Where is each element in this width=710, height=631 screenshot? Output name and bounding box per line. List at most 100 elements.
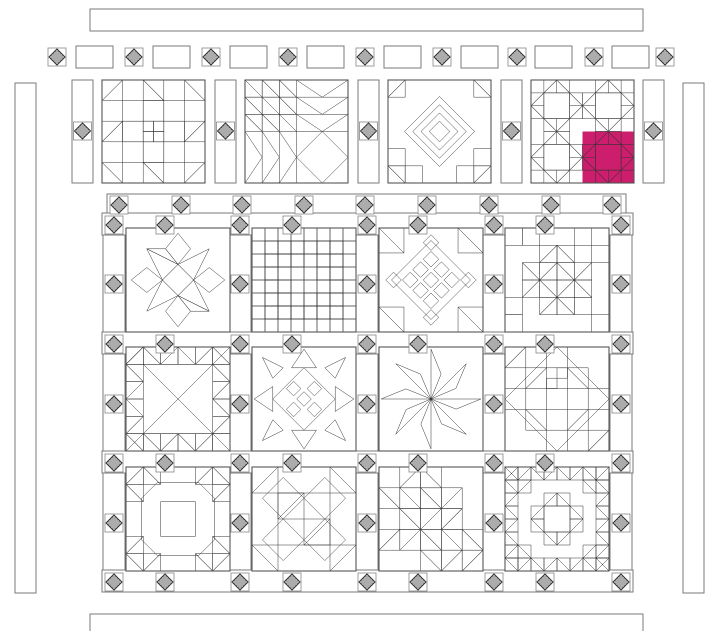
sashing-strip [384,46,421,68]
block-windmill-star [252,467,356,571]
diamond-striped-icon [542,196,560,214]
sashing-strip [612,46,649,68]
diamond-striped-icon [409,216,427,234]
diamond-striped-icon [283,216,301,234]
diamond-striped-icon [536,573,554,591]
diamond-striped-icon [536,454,554,472]
sashing-strip [153,46,190,68]
sashing-strip [461,46,498,68]
block-flower-cross [126,467,230,571]
diamond-striped-icon [231,335,249,353]
diamond-striped-icon [612,395,630,413]
block-hourglass-frame [126,347,230,451]
block-square-in-square [388,80,491,183]
diamond-striped-icon [231,395,249,413]
diamond-striped-icon [485,514,503,532]
sashing-strip [76,46,113,68]
diamond-striped-icon [536,335,554,353]
diamond-striped-icon [356,48,374,66]
diamond-striped-icon [356,196,374,214]
block-flying-geese-pinwheel [245,80,348,183]
diamond-striped-icon [360,122,378,140]
diamond-striped-icon [156,216,174,234]
diamond-striped-icon [645,122,663,140]
diamond-striped-icon [612,573,630,591]
left-border [15,83,36,593]
block-log-cabin-ring [252,228,356,332]
block-star-of-points [126,228,230,332]
diamond-striped-icon [585,48,603,66]
diamond-striped-icon [105,514,123,532]
block-lemoyne-star [252,347,356,451]
diamond-striped-icon [74,122,92,140]
diamond-striped-icon [156,573,174,591]
diamond-striped-icon [231,454,249,472]
diamond-striped-icon [283,335,301,353]
diamond-striped-icon [603,196,621,214]
diamond-striped-icon [202,48,220,66]
block-cross-star [505,347,609,451]
diamond-striped-icon [480,196,498,214]
diamond-striped-icon [231,275,249,293]
diamond-striped-icon [105,335,123,353]
block-pinwheel-star [505,228,609,332]
sashing-strip [307,46,344,68]
diamond-striped-icon [612,275,630,293]
diamond-striped-icon [156,335,174,353]
block-ohio-cross [102,80,205,183]
right-border [683,83,704,593]
bottom-border [90,614,643,631]
diamond-striped-icon [358,395,376,413]
diamond-striped-icon [217,122,235,140]
diamond-striped-icon [358,573,376,591]
diamond-striped-icon [358,216,376,234]
diamond-striped-icon [409,335,427,353]
diamond-striped-icon [295,196,313,214]
diamond-striped-icon [433,48,451,66]
diamond-striped-icon [283,454,301,472]
sashing-strip [535,46,572,68]
diamond-striped-icon [612,335,630,353]
diamond-striped-icon [105,395,123,413]
diamond-striped-icon [105,216,123,234]
diamond-striped-icon [418,196,436,214]
diamond-striped-icon [231,514,249,532]
diamond-striped-icon [358,454,376,472]
diamond-striped-icon [409,573,427,591]
diamond-striped-icon [110,196,128,214]
diamond-striped-icon [231,216,249,234]
diamond-striped-icon [283,573,301,591]
diamond-striped-icon [358,335,376,353]
diamond-striped-icon [485,216,503,234]
top-border [90,9,643,31]
diamond-striped-icon [231,573,249,591]
diamond-striped-icon [105,573,123,591]
block-broken-dishes [379,467,483,571]
diamond-striped-icon [656,48,674,66]
block-four-mini-stars [531,80,634,183]
sashing-strip [230,46,267,68]
diamond-striped-icon [612,454,630,472]
diamond-striped-icon [279,48,297,66]
diamond-striped-icon [536,216,554,234]
diamond-striped-icon [485,454,503,472]
diamond-striped-icon [485,573,503,591]
block-square-star [505,467,609,571]
diamond-striped-icon [485,335,503,353]
diamond-striped-icon [409,454,427,472]
block-whirl-star [379,347,483,451]
diamond-striped-icon [358,275,376,293]
diamond-striped-icon [156,454,174,472]
block-diamond-star [379,228,483,332]
diamond-striped-icon [503,122,521,140]
diamond-striped-icon [612,514,630,532]
diamond-striped-icon [508,48,526,66]
diamond-striped-icon [233,196,251,214]
diamond-striped-icon [105,454,123,472]
diamond-striped-icon [48,48,66,66]
diamond-striped-icon [485,275,503,293]
diamond-striped-icon [105,275,123,293]
diamond-striped-icon [485,395,503,413]
diamond-striped-icon [172,196,190,214]
